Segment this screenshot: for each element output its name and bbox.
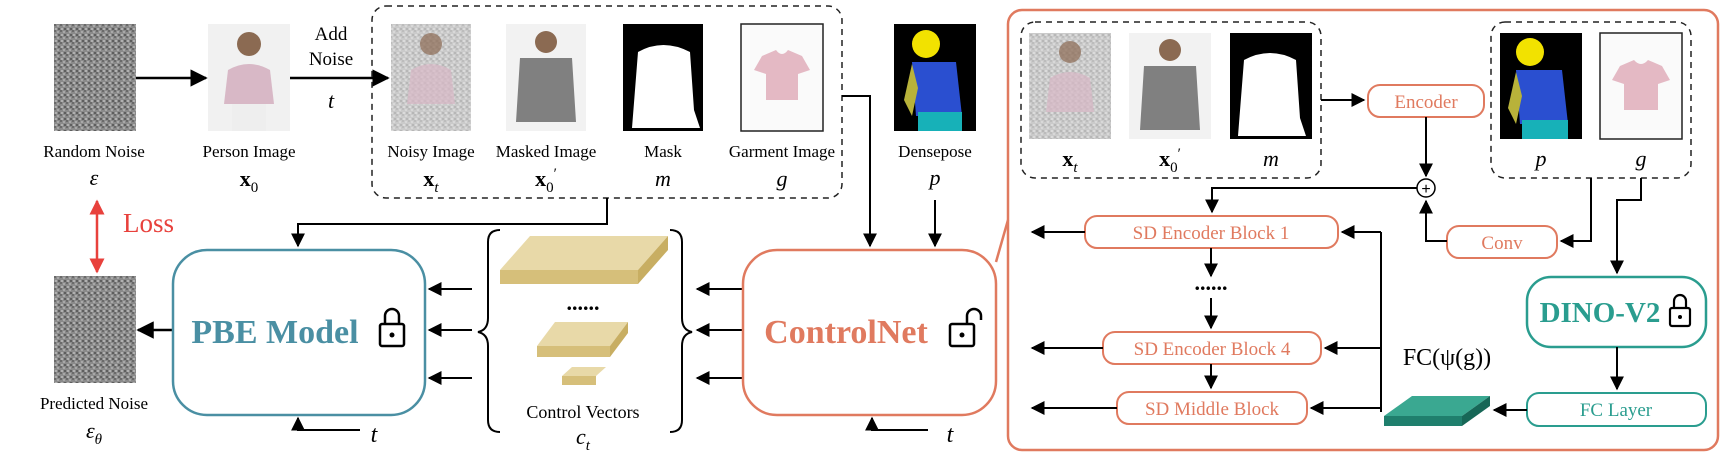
fc-embedding-slab — [1384, 396, 1490, 426]
sd-middle-block-label: SD Middle Block — [1145, 399, 1280, 420]
input-label-garment: Garment Image — [729, 142, 835, 161]
mask-image — [623, 24, 703, 131]
right-input-symbols-left: xt x0′ m — [1062, 146, 1279, 176]
control-vectors-label: Control Vectors — [526, 402, 639, 422]
svg-text:m: m — [1263, 146, 1279, 171]
plus-symbol: + — [1421, 181, 1430, 198]
person-image — [208, 24, 290, 131]
densepose-symbol: p — [928, 165, 941, 190]
input-label-noisy: Noisy Image — [387, 142, 474, 161]
add-noise-line1: Add — [315, 24, 348, 45]
random-noise-label: Random Noise — [43, 142, 145, 161]
random-noise-symbol: ε — [90, 165, 99, 190]
pbe-t: t — [371, 422, 379, 448]
lock-closed-icon — [378, 307, 406, 348]
garment-image — [740, 23, 824, 132]
add-noise-line2: Noise — [309, 49, 353, 70]
random-noise-image — [54, 24, 136, 131]
controlnet-box — [741, 248, 998, 417]
controlnet-label: ControlNet — [764, 314, 928, 351]
sd-encoder-block-1-label: SD Encoder Block 1 — [1133, 223, 1290, 244]
conv-label: Conv — [1481, 233, 1523, 254]
pbe-model-box — [171, 248, 427, 417]
pbe-model-label: PBE Model — [191, 314, 358, 351]
control-vector-small — [562, 367, 606, 385]
svg-text:x0′: x0′ — [535, 166, 557, 196]
right-mask-image — [1230, 33, 1312, 139]
right-noisy-image — [1029, 33, 1111, 139]
predicted-noise-image — [54, 276, 136, 383]
right-garment-image — [1599, 32, 1683, 140]
loss-label: Loss — [123, 208, 174, 238]
control-vectors-dots: ...... — [567, 290, 600, 315]
controlnet-t: t — [947, 422, 955, 448]
sd-encoder-block-4-label: SD Encoder Block 4 — [1134, 339, 1291, 360]
person-image-label: Person Image — [202, 142, 295, 161]
sd-blocks-dots: ...... — [1195, 270, 1228, 295]
input-labels: Noisy Image Masked Image Mask Garment Im… — [387, 142, 835, 196]
controlnet-detail-panel — [1006, 8, 1720, 452]
person-image-symbol: x0 — [240, 166, 259, 196]
fc-layer-label: FC Layer — [1580, 400, 1653, 421]
control-vector-large — [500, 236, 668, 284]
svg-text:g: g — [777, 166, 788, 191]
masked-image — [506, 24, 586, 131]
noisy-image — [391, 24, 471, 131]
right-masked-image — [1129, 33, 1211, 139]
predicted-noise-symbol: εθ — [86, 418, 103, 448]
input-label-mask: Mask — [644, 142, 682, 161]
fc-psi-label: FC(ψ(g)) — [1403, 345, 1491, 371]
input-label-masked: Masked Image — [496, 142, 597, 161]
dino-v2-label: DINO-V2 — [1540, 297, 1661, 329]
control-vector-medium — [537, 322, 628, 357]
svg-text:xt: xt — [423, 166, 439, 196]
svg-text:p: p — [1534, 146, 1547, 171]
dino-lock-closed-icon — [1668, 293, 1692, 328]
right-input-symbols-right: p g — [1534, 146, 1647, 171]
encoder-label: Encoder — [1394, 92, 1458, 113]
zoom-connector — [994, 219, 1010, 263]
densepose-image — [894, 24, 976, 131]
svg-text:xt: xt — [1062, 146, 1078, 176]
svg-text:x0′: x0′ — [1159, 146, 1181, 176]
right-densepose-image — [1500, 33, 1582, 139]
predicted-noise-label: Predicted Noise — [40, 394, 148, 413]
control-vectors-symbol: ct — [576, 424, 591, 453]
lock-open-icon — [948, 307, 983, 348]
svg-text:g: g — [1636, 146, 1647, 171]
svg-text:m: m — [655, 166, 671, 191]
add-noise-t: t — [328, 88, 335, 113]
left-brace — [477, 229, 501, 433]
densepose-label: Densepose — [898, 142, 972, 161]
right-brace — [669, 229, 693, 433]
